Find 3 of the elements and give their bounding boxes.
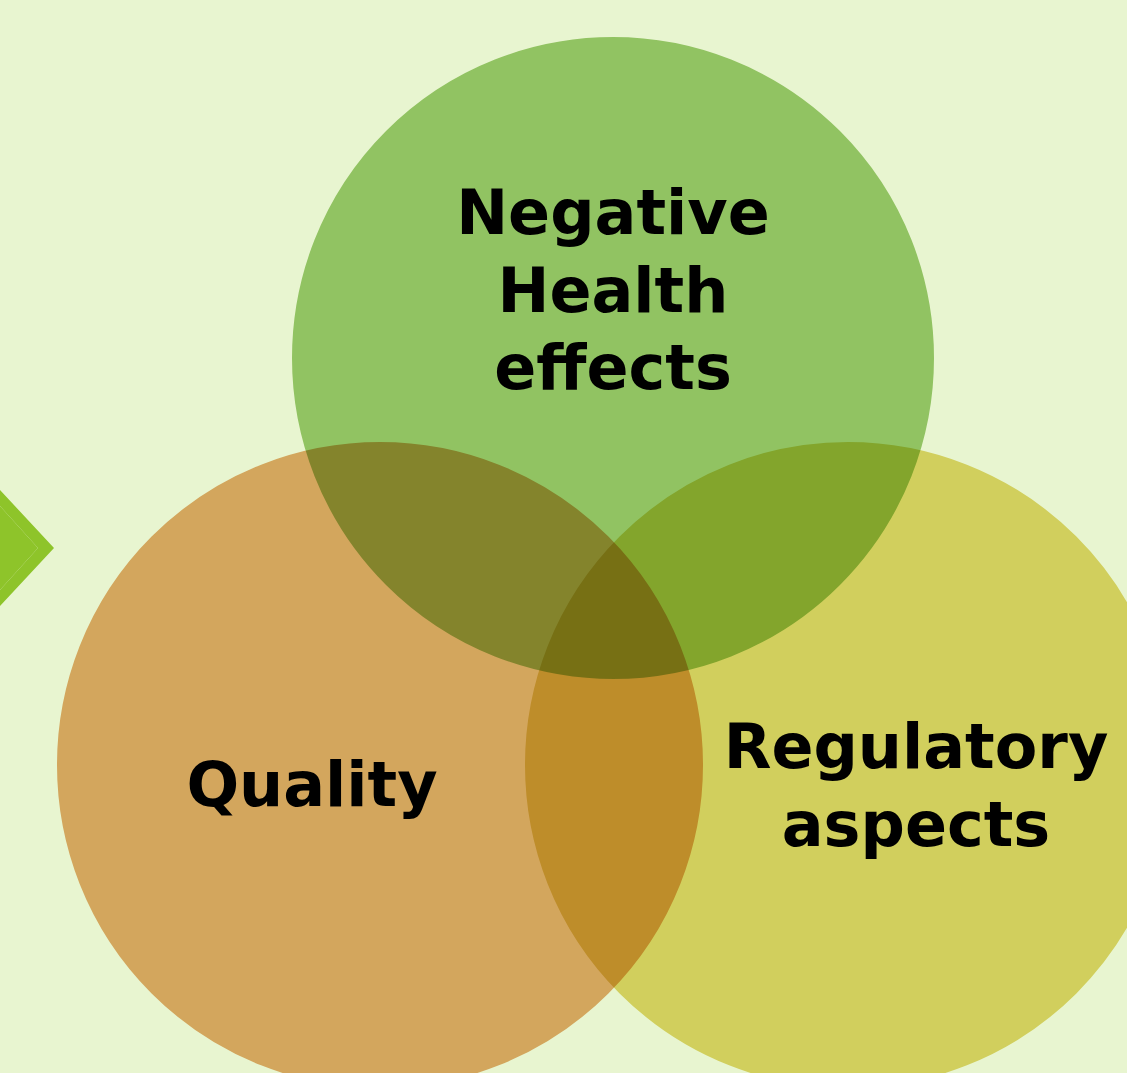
circle-label: Regulatory aspects: [722, 708, 1110, 862]
circle-label: Negative Health effects: [455, 174, 771, 406]
circle-label: Quality: [185, 747, 439, 824]
